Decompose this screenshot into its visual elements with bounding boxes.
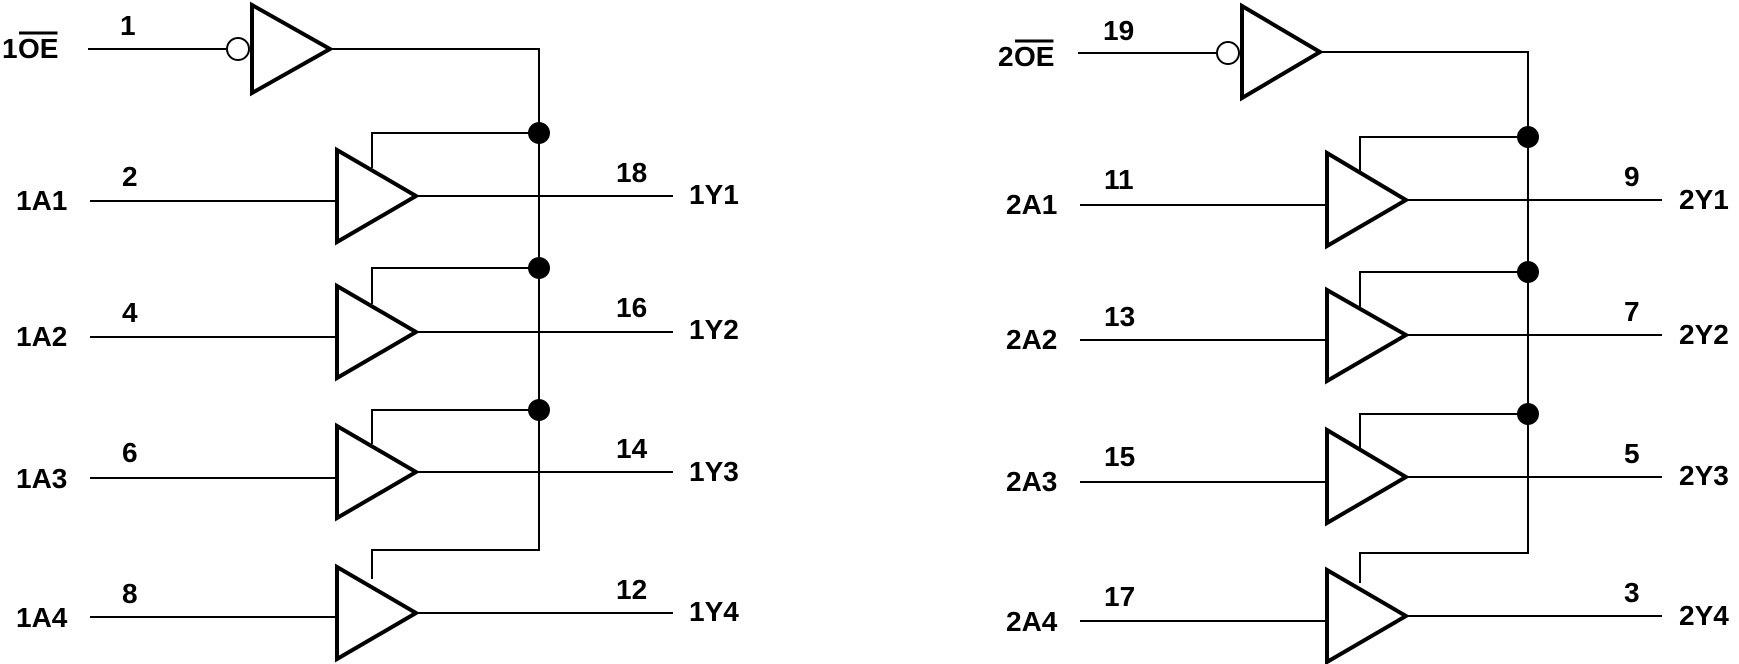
- input-label: 1A4: [16, 602, 68, 633]
- enable-pin-number: 19: [1103, 15, 1134, 46]
- output-label: 1Y3: [689, 456, 739, 487]
- group-2: 2 OE 19 2A1 11 9 2Y1 2A2 13: [998, 2, 1729, 664]
- enable-tap-wire: [371, 409, 539, 444]
- junction-dot: [1517, 403, 1539, 425]
- output-pin-number: 7: [1624, 296, 1640, 327]
- buffer: [335, 282, 420, 382]
- junction-dot: [528, 257, 550, 279]
- enable-buffer: [250, 1, 335, 97]
- output-pin-number: 5: [1624, 438, 1640, 469]
- inverter-bubble: [1216, 41, 1240, 65]
- input-label: 2A1: [1006, 189, 1057, 220]
- output-pin-number: 3: [1624, 577, 1640, 608]
- enable-tap-wire: [1359, 413, 1528, 448]
- enable-bus-wire: [330, 48, 540, 579]
- junction-dot: [1517, 261, 1539, 283]
- input-label: 2A4: [1006, 606, 1058, 637]
- enable-label-prefix: 2: [998, 41, 1014, 72]
- buffer: [335, 563, 420, 663]
- buffer: [1325, 149, 1410, 250]
- input-pin-number: 17: [1104, 581, 1135, 612]
- junction-dot: [528, 399, 550, 421]
- input-pin-number: 8: [122, 578, 138, 609]
- enable-tap-wire: [371, 132, 539, 168]
- output-pin-number: 12: [616, 574, 647, 605]
- channel-2A4: 2A4 17 3 2Y4: [1006, 566, 1729, 664]
- input-label: 1A1: [16, 185, 67, 216]
- channel-1A4: 1A4 8 12 1Y4: [16, 563, 739, 663]
- input-pin-number: 11: [1104, 164, 1134, 195]
- enable-tap-wire: [371, 267, 539, 304]
- output-label: 1Y4: [689, 596, 739, 627]
- inverter-bubble: [226, 37, 250, 61]
- buffer: [1325, 286, 1411, 385]
- input-pin-number: 4: [122, 297, 138, 328]
- enable-label-bar-text: OE: [18, 33, 58, 64]
- input-pin-number: 2: [122, 161, 138, 192]
- output-label: 2Y3: [1679, 460, 1729, 491]
- buffer: [1325, 426, 1410, 527]
- input-label: 2A3: [1006, 466, 1057, 497]
- output-label: 1Y1: [689, 179, 739, 210]
- enable-label-prefix: 1: [2, 33, 18, 64]
- output-pin-number: 14: [616, 433, 648, 464]
- buffer: [335, 146, 420, 246]
- output-label: 2Y1: [1679, 184, 1729, 215]
- buffer: [335, 422, 420, 522]
- channel-1A3: 1A3 6 14 1Y3: [16, 399, 739, 522]
- channel-2A3: 2A3 15 5 2Y3: [1006, 403, 1729, 527]
- input-label: 2A2: [1006, 324, 1057, 355]
- input-label: 1A2: [16, 321, 67, 352]
- enable-pin-number: 1: [120, 10, 136, 41]
- output-label: 1Y2: [689, 314, 739, 345]
- channel-2A2: 2A2 13 7 2Y2: [1006, 261, 1729, 385]
- enable-buffer: [1240, 2, 1324, 102]
- enable-tap-wire: [1359, 136, 1528, 172]
- enable-tap-wire: [1359, 271, 1528, 308]
- junction-dot: [528, 122, 550, 144]
- enable-bus-wire: [1320, 51, 1529, 583]
- output-pin-number: 16: [616, 292, 647, 323]
- enable-label-bar-text: OE: [1014, 41, 1054, 72]
- channel-1A2: 1A2 4 16 1Y2: [16, 257, 739, 382]
- channel-1A1: 1A1 2 18 1Y1: [16, 122, 739, 246]
- buffer: [1325, 566, 1410, 664]
- input-pin-number: 13: [1104, 301, 1135, 332]
- output-pin-number: 9: [1624, 161, 1640, 192]
- group-1: 1 OE 1 1A1 2 18 1Y1 1A2 4 16: [2, 1, 739, 663]
- input-label: 1A3: [16, 463, 67, 494]
- input-pin-number: 6: [122, 437, 138, 468]
- input-pin-number: 15: [1104, 441, 1135, 472]
- output-pin-number: 18: [616, 157, 647, 188]
- channel-2A1: 2A1 11 9 2Y1: [1006, 126, 1729, 250]
- junction-dot: [1517, 126, 1539, 148]
- output-label: 2Y4: [1679, 600, 1729, 631]
- output-label: 2Y2: [1679, 319, 1729, 350]
